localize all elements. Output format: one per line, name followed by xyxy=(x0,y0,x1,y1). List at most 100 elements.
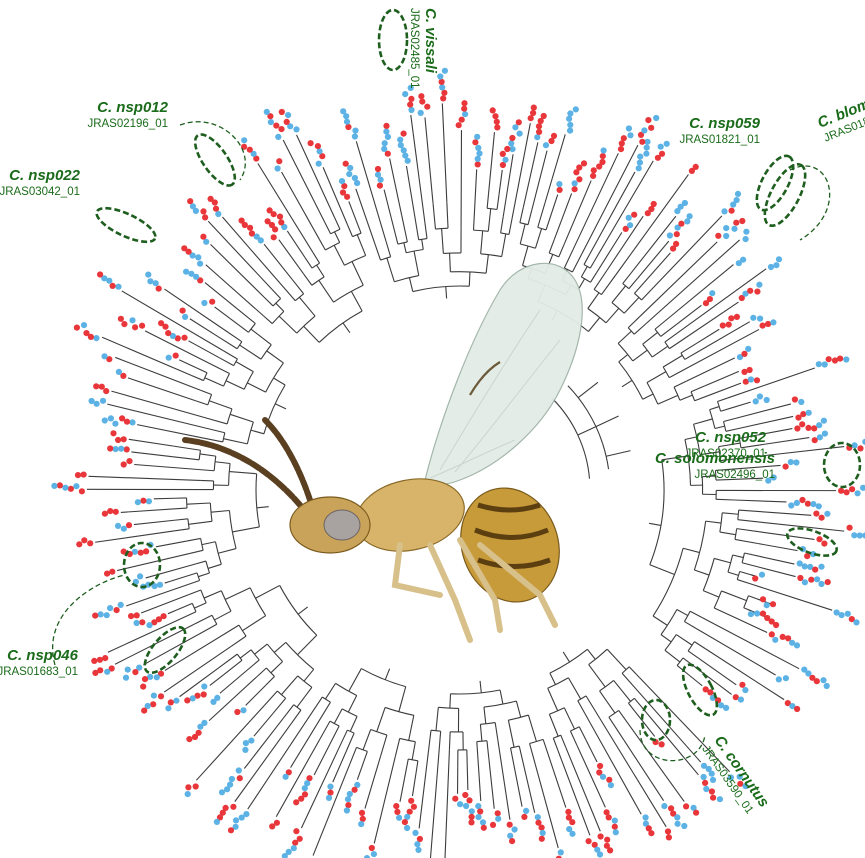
tip-dot xyxy=(494,119,500,125)
tip-dot xyxy=(521,814,527,820)
tip-dot xyxy=(806,410,812,416)
tree-branch xyxy=(200,390,211,394)
tip-dot xyxy=(683,803,689,809)
tip-dot xyxy=(185,784,191,790)
tip-dot xyxy=(535,814,541,820)
tip-dot xyxy=(129,419,135,425)
tip-dot xyxy=(769,631,775,637)
tree-branch xyxy=(240,345,261,359)
tree-branch xyxy=(218,337,237,349)
tip-dot xyxy=(233,817,239,823)
tip-dot xyxy=(734,197,740,203)
tip-dot xyxy=(847,525,853,531)
tree-branch xyxy=(267,351,284,363)
tree-branch xyxy=(258,164,313,253)
tip-dot xyxy=(814,678,820,684)
tip-dot xyxy=(439,79,445,85)
tip-dot xyxy=(508,140,514,146)
wing-icon xyxy=(425,263,582,484)
tree-branch xyxy=(189,590,201,595)
tree-branch xyxy=(565,181,592,244)
tip-dot xyxy=(509,135,515,141)
tree-branch xyxy=(195,615,212,624)
tip-dot xyxy=(639,139,645,145)
tip-dot xyxy=(780,634,786,640)
tree-branch xyxy=(218,549,236,554)
tip-dot xyxy=(817,434,823,440)
tip-dot xyxy=(121,436,127,442)
tree-branch xyxy=(297,635,316,655)
tip-dot xyxy=(475,803,481,809)
tip-dot xyxy=(228,827,234,833)
tree-branch xyxy=(629,278,638,288)
tip-dot xyxy=(352,175,358,181)
specimen-code: JRAS01683_01 xyxy=(0,666,78,678)
tree-branch xyxy=(351,291,362,311)
species-highlight-ring xyxy=(92,202,159,249)
tree-branch xyxy=(219,358,234,366)
tip-dot xyxy=(402,153,408,159)
tip-dot xyxy=(293,126,299,132)
tip-dot xyxy=(816,422,822,428)
tip-dot xyxy=(738,697,744,703)
tip-dot xyxy=(770,319,776,325)
tip-dot xyxy=(247,225,253,231)
tree-branch xyxy=(484,707,486,724)
tree-branch xyxy=(304,669,314,681)
tree-branch xyxy=(209,401,232,409)
tip-dot xyxy=(530,110,536,116)
tree-branch xyxy=(227,409,232,424)
tip-dot xyxy=(643,151,649,157)
tip-dot xyxy=(740,257,746,263)
tree-branch xyxy=(489,758,494,809)
species-name: C. nsp052 xyxy=(695,429,767,446)
tree-branch xyxy=(742,563,757,567)
tree-branch xyxy=(508,715,528,720)
tip-dot xyxy=(124,446,130,452)
tip-dot xyxy=(805,425,811,431)
tree-branch xyxy=(431,730,441,731)
tip-dot xyxy=(495,816,501,822)
tree-branch xyxy=(629,667,640,678)
tip-dot xyxy=(119,415,125,421)
tip-dot xyxy=(599,159,605,165)
tip-dot xyxy=(797,575,803,581)
tip-dot xyxy=(606,814,612,820)
tip-dot xyxy=(802,579,808,585)
tree-branch xyxy=(487,741,489,758)
tip-dot xyxy=(267,207,273,213)
tip-dot xyxy=(558,849,564,855)
tip-dot xyxy=(567,122,573,128)
tree-branch xyxy=(584,254,590,264)
tip-dot xyxy=(627,222,633,228)
tree-branch xyxy=(744,596,749,608)
tip-dot xyxy=(275,165,281,171)
tip-dot xyxy=(723,233,729,239)
tip-dot xyxy=(673,241,679,247)
tip-dot xyxy=(799,421,805,427)
tree-branch xyxy=(589,665,606,687)
tree-branch xyxy=(204,417,227,424)
tip-dot xyxy=(764,397,770,403)
tip-dot xyxy=(210,699,216,705)
tip-dot xyxy=(278,219,284,225)
tip-dot xyxy=(412,830,418,836)
tree-branch xyxy=(406,166,414,214)
tip-dot xyxy=(165,330,171,336)
tree-branch xyxy=(589,649,608,664)
tree-branch xyxy=(95,531,175,543)
tree-branch xyxy=(587,649,595,659)
tree-branch xyxy=(519,746,524,769)
tip-dot xyxy=(556,181,562,187)
tip-dot xyxy=(720,322,726,328)
tree-branch xyxy=(474,230,489,231)
tree-branch xyxy=(375,245,380,260)
specimen-code: JRAS01821_01 xyxy=(679,134,760,146)
tip-dot xyxy=(62,485,68,491)
tip-dot xyxy=(112,421,118,427)
tip-dot xyxy=(115,523,121,529)
tree-branch xyxy=(442,229,444,254)
tip-dot xyxy=(466,797,472,803)
tree-branch xyxy=(579,727,586,741)
tip-dot xyxy=(110,283,116,289)
